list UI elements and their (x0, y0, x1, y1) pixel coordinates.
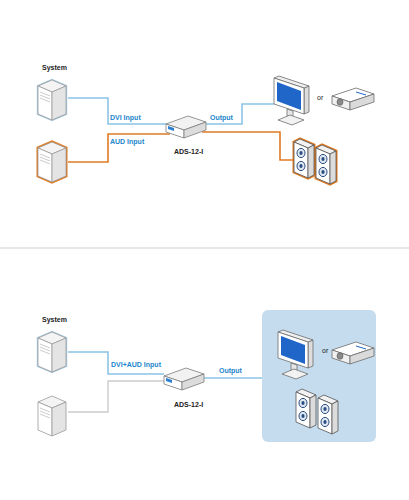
device-name: ADS-12-I (174, 147, 203, 156)
computer-tower: System (36, 328, 68, 374)
signal-label: DVI Input (110, 113, 141, 122)
system-heading: System (42, 315, 67, 324)
signal-label: DVI+AUD Input (111, 360, 161, 369)
connector-word: or (317, 93, 323, 102)
switch-device: ADS-12-I (164, 368, 204, 390)
connector-word: or (322, 346, 328, 355)
device-name: ADS-12-I (174, 400, 203, 409)
signal-label: AUD Input (110, 137, 144, 146)
device-icon (166, 116, 206, 138)
tower-icon (36, 328, 68, 374)
tower-icon (36, 76, 68, 122)
system-heading: System (42, 63, 67, 72)
signal-cable (68, 98, 166, 124)
switch-device: ADS-12-I (166, 116, 206, 138)
signal-label: Output (210, 113, 233, 122)
device-icon (164, 368, 204, 390)
panel-icon (262, 310, 376, 442)
signal-cable (204, 377, 262, 379)
output-panel: or (262, 310, 376, 442)
computer-tower: System (36, 76, 68, 122)
signal-cable (68, 352, 164, 374)
signal-label: Output (219, 366, 242, 375)
